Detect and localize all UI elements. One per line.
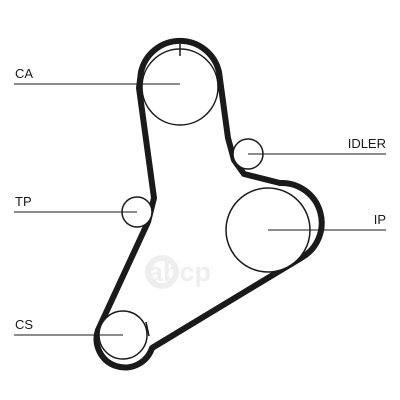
ca-label: CA — [15, 66, 33, 81]
cs-label: CS — [15, 317, 33, 332]
watermark-circle-icon — [145, 255, 179, 289]
timing-belt — [93, 37, 325, 371]
ip-label: IP — [374, 212, 386, 227]
watermark-text: abcp — [148, 257, 211, 287]
crankshaft-timing-mark — [145, 321, 150, 337]
idler-label: IDLER — [348, 136, 386, 151]
watermark-logo: abcp — [145, 255, 211, 289]
cam-pulley — [141, 44, 219, 126]
tp-label: TP — [15, 194, 32, 209]
